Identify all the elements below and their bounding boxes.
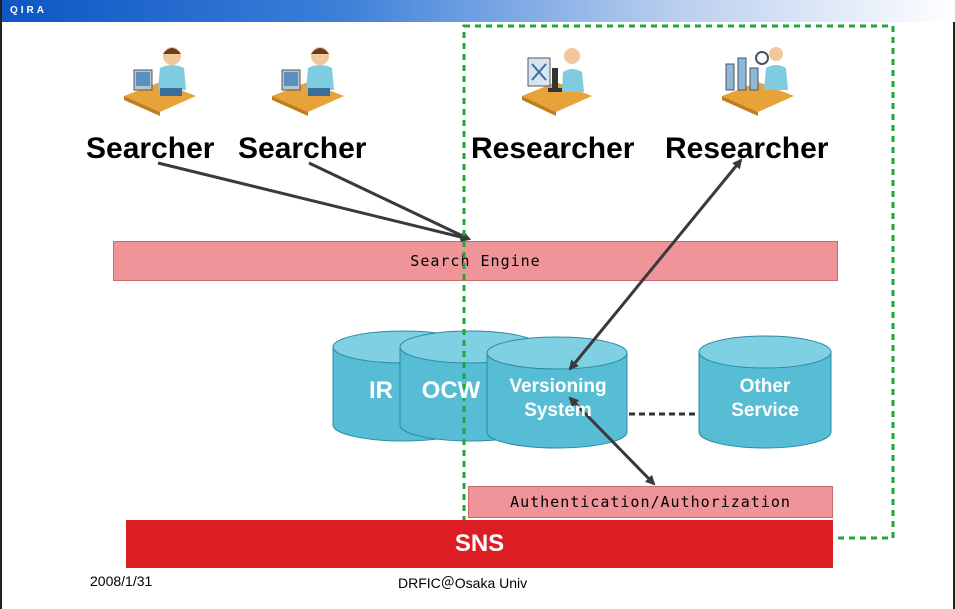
versioning-label-line1: Versioning: [509, 376, 607, 397]
searcher-arrow: [308, 161, 471, 241]
searcher-icon: [124, 47, 196, 116]
authentication-bar: Authentication/Authorization: [468, 486, 833, 518]
header-bar: QIRA: [2, 0, 955, 22]
searcher-label: Searcher: [238, 132, 367, 165]
versioning-label-line2: System: [524, 400, 592, 421]
ocw-label: OCW: [421, 377, 481, 404]
research-boundary: [462, 24, 895, 540]
ir-label: IR: [369, 377, 393, 404]
searcher-icon: [272, 47, 344, 116]
footer-date: 2008/1/31: [90, 573, 153, 589]
sns-bar: SNS: [126, 520, 833, 568]
auth-arrow: [568, 396, 656, 486]
logo: QIRA: [10, 5, 47, 16]
researcher-microscope-icon: [522, 48, 592, 116]
researcher-arrow: [568, 158, 743, 371]
footer-credit: DRFIC＠Osaka Univ: [398, 575, 528, 591]
researcher-lab-icon: [722, 47, 794, 116]
other-service-label-line1: Other: [739, 376, 791, 397]
searcher-label: Searcher: [86, 132, 215, 165]
other-service-label-line2: Service: [731, 400, 799, 421]
searcher-arrow: [157, 161, 471, 242]
